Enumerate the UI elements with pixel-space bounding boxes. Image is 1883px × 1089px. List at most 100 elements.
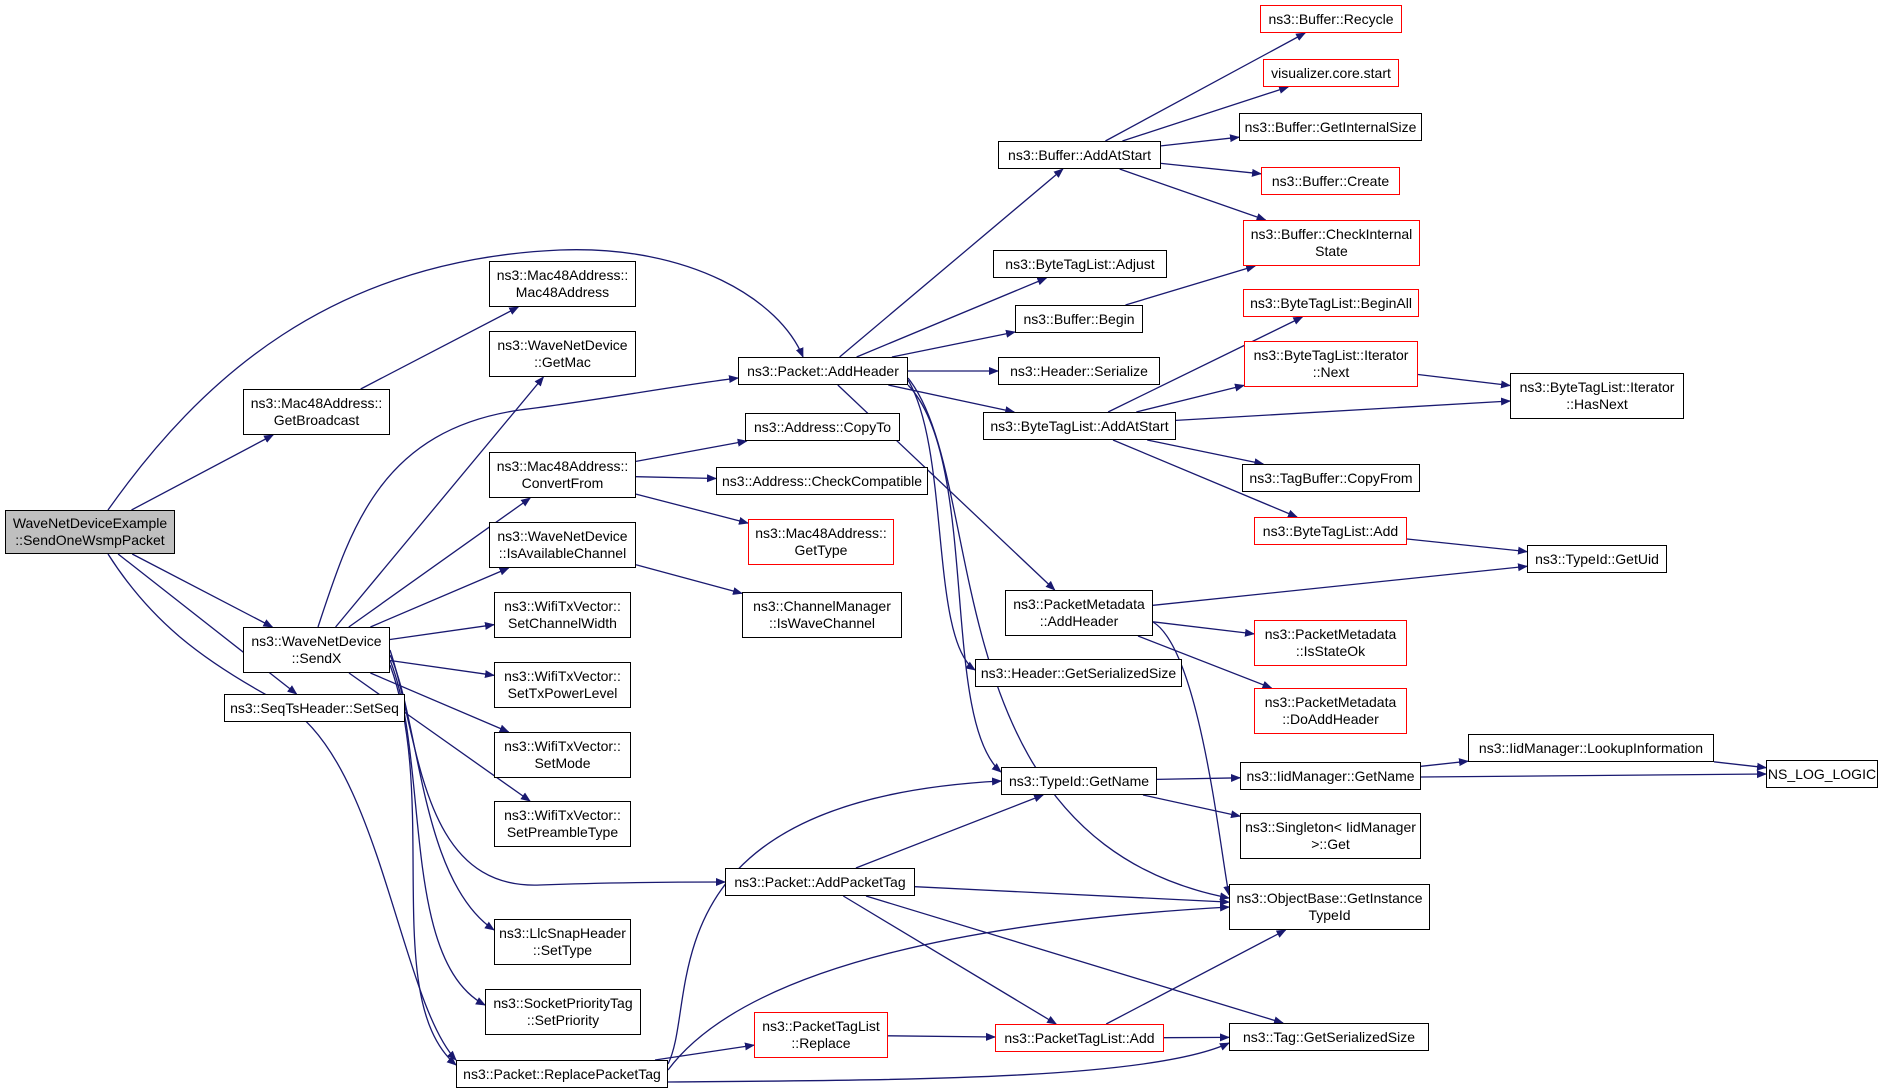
function-node-typeidgetuid[interactable]: ns3::TypeId::GetUid [1527, 545, 1667, 573]
node-label-line: ns3::SocketPriorityTag [493, 995, 633, 1011]
node-label-line: NS_LOG_LOGIC [1767, 765, 1877, 782]
node-label-line: ns3::Address::CopyTo [754, 418, 891, 435]
node-label-line: ns3::WifiTxVector:: [504, 738, 621, 754]
node-label-line: ::SendX [291, 650, 342, 666]
function-node-btlitnext[interactable]: ns3::ByteTagList::Iterator::Next [1244, 341, 1418, 387]
function-node-bufbegin[interactable]: ns3::Buffer::Begin [1015, 305, 1143, 333]
call-edge-btladdatstart-to-btlitnext [1136, 383, 1245, 413]
call-edge-replacepkttag-to-typeidgetname [667, 777, 1002, 1065]
node-label-line: SetMode [534, 755, 591, 771]
function-node-setmode[interactable]: ns3::WifiTxVector::SetMode [494, 732, 631, 778]
function-node-bufrecycle[interactable]: ns3::Buffer::Recycle [1260, 5, 1402, 33]
node-label-line: ns3::ByteTagList::AddAtStart [990, 417, 1169, 434]
function-node-btladd[interactable]: ns3::ByteTagList::Add [1254, 517, 1407, 545]
call-edge-bufaddatstart-to-bufcreate [1160, 162, 1262, 177]
call-edge-addpkttag-to-ptladd [842, 895, 1058, 1025]
call-edge-addheader-to-btladdatstart [888, 384, 1016, 415]
function-node-typeidgetname[interactable]: ns3::TypeId::GetName [1001, 767, 1157, 795]
call-edge-sendx-to-settxpower [389, 659, 495, 678]
function-node-btladjust[interactable]: ns3::ByteTagList::Adjust [993, 250, 1167, 278]
function-node-mac48gettype[interactable]: ns3::Mac48Address::GetType [748, 519, 894, 565]
function-node-tagbufcopyfrom[interactable]: ns3::TagBuffer::CopyFrom [1242, 464, 1420, 492]
node-label-line: ns3::Header::GetSerializedSize [980, 664, 1177, 681]
node-label-line: WaveNetDeviceExample [12, 515, 168, 531]
function-node-btlithasnext[interactable]: ns3::ByteTagList::Iterator::HasNext [1510, 373, 1684, 419]
node-label-line: ns3::WaveNetDevice [497, 337, 628, 353]
function-node-getbroadcast[interactable]: ns3::Mac48Address::GetBroadcast [243, 389, 390, 435]
function-node-btlbeginall[interactable]: ns3::ByteTagList::BeginAll [1243, 289, 1419, 317]
function-node-isavail[interactable]: ns3::WaveNetDevice::IsAvailableChannel [489, 522, 636, 568]
function-node-setseq[interactable]: ns3::SeqTsHeader::SetSeq [224, 694, 405, 722]
node-label-line: ns3::Mac48Address:: [496, 458, 629, 474]
call-edge-pmaddheader-to-pmdoaddheader [1137, 635, 1273, 689]
function-node-taggetsersize[interactable]: ns3::Tag::GetSerializedSize [1229, 1023, 1429, 1051]
function-node-getmac[interactable]: ns3::WaveNetDevice::GetMac [489, 331, 636, 377]
call-edge-getbroadcast-to-mac48ctor [360, 306, 520, 390]
node-label-line: ns3::WifiTxVector:: [504, 668, 621, 684]
function-node-settxpower[interactable]: ns3::WifiTxVector::SetTxPowerLevel [494, 662, 631, 708]
node-label-line: >::Get [1311, 836, 1350, 852]
call-edge-replacepkttag-to-ptlreplace [654, 1042, 755, 1061]
call-edge-sendx-to-setmode [370, 672, 510, 733]
function-node-pmaddheader[interactable]: ns3::PacketMetadata::AddHeader [1005, 590, 1153, 636]
node-label-line: GetType [794, 542, 848, 558]
function-node-singletonget[interactable]: ns3::Singleton< IidManager>::Get [1240, 813, 1421, 859]
node-label-line: SetTxPowerLevel [507, 685, 618, 701]
function-node-iidlookup[interactable]: ns3::IidManager::LookupInformation [1468, 734, 1714, 762]
function-node-pmisstateok[interactable]: ns3::PacketMetadata::IsStateOk [1254, 620, 1407, 666]
function-node-setpriority[interactable]: ns3::SocketPriorityTag::SetPriority [485, 989, 641, 1035]
function-node-bufaddatstart[interactable]: ns3::Buffer::AddAtStart [998, 141, 1161, 169]
node-label-line: ns3::Buffer::Begin [1023, 310, 1135, 327]
function-node-bufgetinternal[interactable]: ns3::Buffer::GetInternalSize [1239, 113, 1422, 141]
call-edge-root-to-addheader [107, 249, 804, 511]
function-node-ptladd[interactable]: ns3::PacketTagList::Add [995, 1024, 1164, 1052]
node-label-line: ns3::Singleton< IidManager [1245, 819, 1416, 835]
node-label-line: ns3::PacketMetadata [1264, 626, 1397, 642]
node-label-line: ns3::Packet::ReplacePacketTag [463, 1065, 661, 1082]
node-label-line: State [1315, 243, 1348, 259]
function-node-checkcompat[interactable]: ns3::Address::CheckCompatible [716, 467, 928, 495]
function-node-hdrgetsersize[interactable]: ns3::Header::GetSerializedSize [975, 659, 1182, 687]
function-node-bufcreate[interactable]: ns3::Buffer::Create [1261, 167, 1400, 195]
call-edge-addheader-to-btladjust [856, 277, 1048, 358]
function-node-mac48ctor[interactable]: ns3::Mac48Address::Mac48Address [489, 261, 636, 307]
function-node-setchwidth[interactable]: ns3::WifiTxVector::SetChannelWidth [494, 592, 631, 638]
function-node-pmdoaddheader[interactable]: ns3::PacketMetadata::DoAddHeader [1254, 688, 1407, 734]
node-label-line: ns3::Buffer::AddAtStart [1008, 146, 1151, 163]
call-edge-addpkttag-to-typeidgetname [855, 794, 1045, 869]
node-label-line: ::HasNext [1566, 396, 1628, 412]
node-label-line: ns3::IidManager::GetName [1246, 767, 1415, 784]
function-node-ptlreplace[interactable]: ns3::PacketTagList::Replace [754, 1012, 888, 1058]
function-node-llcsettype[interactable]: ns3::LlcSnapHeader::SetType [494, 919, 631, 965]
call-edge-sendx-to-convertfrom [348, 497, 532, 628]
function-node-iidgetname[interactable]: ns3::IidManager::GetName [1240, 762, 1421, 790]
call-edge-pmaddheader-to-pmisstateok [1152, 621, 1255, 637]
node-label-line: ns3::Buffer::CheckInternal [1250, 226, 1413, 242]
call-edge-ptladd-to-objgetinstance [1105, 929, 1287, 1025]
call-edge-bufaddatstart-to-bufcheckinternal [1119, 168, 1267, 221]
node-label-line: ns3::ByteTagList::Add [1262, 522, 1399, 539]
call-edge-addheader-to-bufaddatstart [839, 168, 1064, 358]
call-edge-addheader-to-pmaddheader [837, 384, 1056, 591]
function-node-vizstart[interactable]: visualizer.core.start [1263, 59, 1399, 87]
function-node-convertfrom[interactable]: ns3::Mac48Address::ConvertFrom [489, 452, 636, 498]
function-node-hdrserialize[interactable]: ns3::Header::Serialize [998, 357, 1160, 385]
call-edge-root-to-setseq [117, 553, 298, 695]
function-node-sendx[interactable]: ns3::WaveNetDevice::SendX [243, 627, 390, 673]
function-node-replacepkttag[interactable]: ns3::Packet::ReplacePacketTag [456, 1060, 668, 1088]
node-label-line: ns3::ByteTagList::Iterator [1253, 347, 1409, 363]
function-node-iswavech[interactable]: ns3::ChannelManager::IsWaveChannel [742, 592, 902, 638]
call-edge-addheader-to-objgetinstance [907, 377, 1230, 901]
function-node-btladdatstart[interactable]: ns3::ByteTagList::AddAtStart [983, 412, 1176, 440]
function-node-nslog[interactable]: NS_LOG_LOGIC [1766, 760, 1878, 788]
function-node-addheader[interactable]: ns3::Packet::AddHeader [738, 357, 908, 385]
function-node-setpreamble[interactable]: ns3::WifiTxVector::SetPreambleType [494, 801, 631, 847]
node-label-line: ConvertFrom [521, 475, 604, 491]
function-node-addpkttag[interactable]: ns3::Packet::AddPacketTag [725, 868, 915, 896]
function-node-copyto[interactable]: ns3::Address::CopyTo [745, 413, 900, 441]
node-label-line: ns3::Mac48Address:: [496, 267, 629, 283]
node-label-line: ns3::WaveNetDevice [251, 633, 382, 649]
